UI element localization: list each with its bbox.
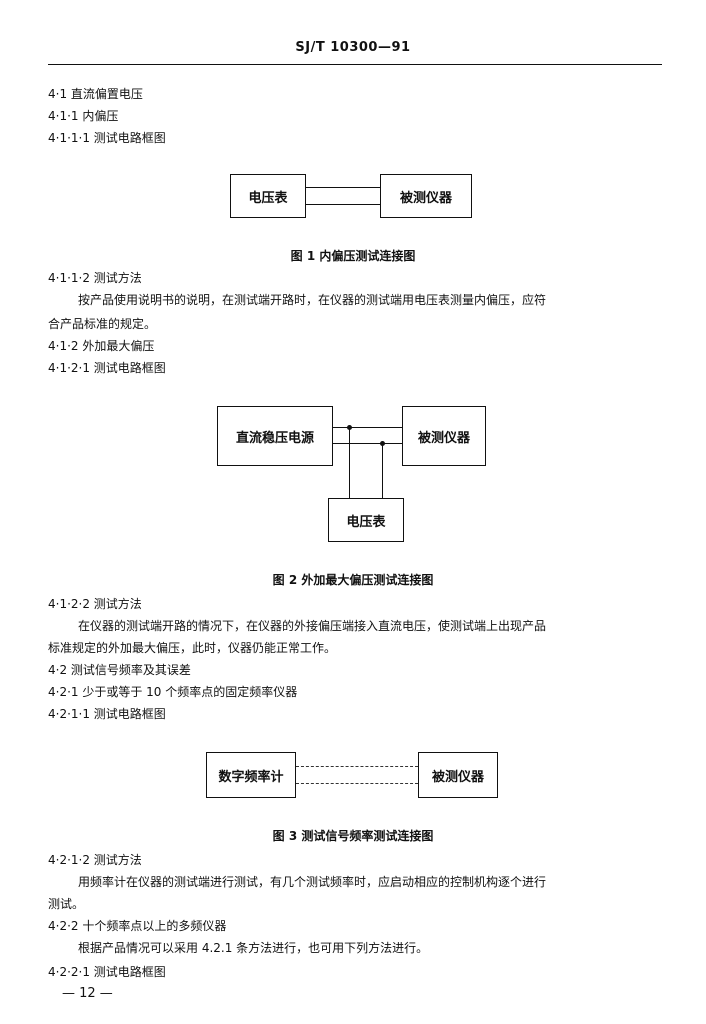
fig2-junction-bottom <box>380 441 385 446</box>
section-4-2: 4·2 测试信号频率及其误差 <box>48 663 191 677</box>
paragraph-3-line-2: 测试。 <box>48 897 85 911</box>
section-4-1-2-2: 4·1·2·2 测试方法 <box>48 597 142 611</box>
fig3-wire-bottom <box>296 783 418 784</box>
fig1-voltmeter-box: 电压表 <box>230 174 306 218</box>
paragraph-2-line-2: 标准规定的外加最大偏压，此时，仪器仍能正常工作。 <box>48 641 337 655</box>
section-4-1-2: 4·1·2 外加最大偏压 <box>48 339 155 353</box>
fig1-wire-bottom <box>306 204 380 206</box>
fig2-voltmeter-box: 电压表 <box>328 498 404 542</box>
fig2-tap-left <box>349 427 351 498</box>
fig3-frequency-counter-box: 数字频率计 <box>206 752 296 798</box>
section-4-2-1-2: 4·2·1·2 测试方法 <box>48 853 142 867</box>
paragraph-1-line-1: 按产品使用说明书的说明，在测试端开路时，在仪器的测试端用电压表测量内偏压，应符 <box>78 293 547 307</box>
page-number: — 12 — <box>62 986 113 1001</box>
section-4-2-1: 4·2·1 少于或等于 10 个频率点的固定频率仪器 <box>48 685 298 699</box>
page-header: SJ/T 10300—91 <box>295 40 411 55</box>
figure-1-caption: 图 1 内偏压测试连接图 <box>290 249 416 263</box>
header-rule <box>48 64 662 65</box>
paragraph-4-line-1: 根据产品情况可以采用 4.2.1 条方法进行，也可用下列方法进行。 <box>78 941 429 955</box>
section-4-1-2-1: 4·1·2·1 测试电路框图 <box>48 361 166 375</box>
paragraph-3-line-1: 用频率计在仪器的测试端进行测试，有几个测试频率时，应启动相应的控制机构逐个进行 <box>78 875 547 889</box>
fig3-wire-top <box>296 766 418 767</box>
section-4-2-1-1: 4·2·1·1 测试电路框图 <box>48 707 166 721</box>
fig2-tap-right <box>382 443 384 498</box>
fig2-wire-top <box>333 427 402 429</box>
section-4-1: 4·1 直流偏置电压 <box>48 87 143 101</box>
fig2-device-box: 被测仪器 <box>402 406 486 466</box>
section-4-2-2-1: 4·2·2·1 测试电路框图 <box>48 965 166 979</box>
section-4-1-1: 4·1·1 内偏压 <box>48 109 119 123</box>
fig2-wire-bottom <box>333 443 402 445</box>
fig3-device-box: 被测仪器 <box>418 752 498 798</box>
fig1-wire-top <box>306 187 380 189</box>
section-4-1-1-2: 4·1·1·2 测试方法 <box>48 271 142 285</box>
paragraph-1-line-2: 合产品标准的规定。 <box>48 317 157 331</box>
section-4-1-1-1: 4·1·1·1 测试电路框图 <box>48 131 166 145</box>
fig2-dc-source-box: 直流稳压电源 <box>217 406 333 466</box>
section-4-2-2: 4·2·2 十个频率点以上的多频仪器 <box>48 919 227 933</box>
paragraph-2-line-1: 在仪器的测试端开路的情况下，在仪器的外接偏压端接入直流电压，使测试端上出现产品 <box>78 619 547 633</box>
fig2-junction-top <box>347 425 352 430</box>
figure-3-caption: 图 3 测试信号频率测试连接图 <box>272 829 434 843</box>
figure-2-caption: 图 2 外加最大偏压测试连接图 <box>272 573 434 587</box>
fig1-device-box: 被测仪器 <box>380 174 472 218</box>
